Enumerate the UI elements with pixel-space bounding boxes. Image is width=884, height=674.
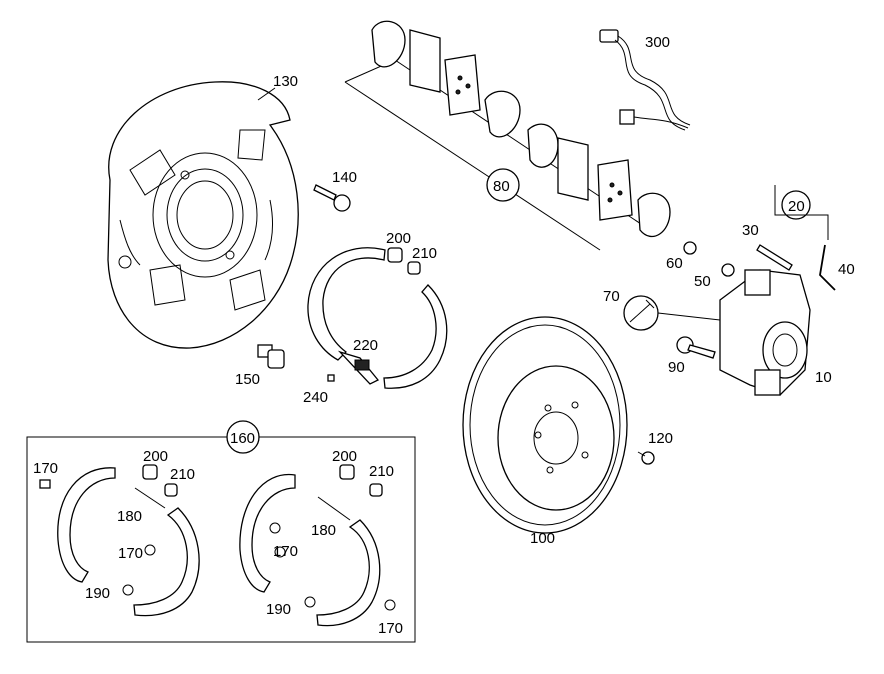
label-80: 80 [493, 178, 510, 195]
label-40: 40 [838, 261, 855, 278]
bolt-90 [676, 336, 716, 359]
label-50: 50 [694, 273, 711, 290]
bolt-150 [257, 344, 285, 369]
label-160: 160 [230, 430, 255, 447]
label-190-b: 190 [266, 601, 291, 618]
label-100: 100 [530, 530, 555, 547]
caliper-10 [719, 269, 811, 396]
label-30: 30 [742, 222, 759, 239]
label-190-a: 190 [85, 585, 110, 602]
backing-plate-130 [107, 81, 299, 349]
label-210-b: 210 [170, 466, 195, 483]
screw-120 [637, 451, 655, 465]
label-200-c: 200 [332, 448, 357, 465]
label-210-a: 210 [412, 245, 437, 262]
label-20: 20 [788, 198, 805, 215]
brake-disc-100 [462, 316, 628, 534]
label-60: 60 [666, 255, 683, 272]
label-240: 240 [303, 389, 328, 406]
label-120: 120 [648, 430, 673, 447]
label-130: 130 [273, 73, 298, 90]
kit-shoes-right [239, 464, 396, 627]
brake-pads-80 [344, 20, 671, 251]
callout-circle-80 [486, 168, 520, 202]
wear-sensor-300 [599, 29, 691, 131]
label-170-b: 170 [118, 545, 143, 562]
label-200-a: 200 [386, 230, 411, 247]
label-140: 140 [332, 169, 357, 186]
label-210-c: 210 [369, 463, 394, 480]
spring-200-210-upper [387, 247, 421, 275]
label-90: 90 [668, 359, 685, 376]
label-180-a: 180 [117, 508, 142, 525]
bleeder-60 [683, 241, 697, 255]
label-150: 150 [235, 371, 260, 388]
parking-brake-shoes [307, 247, 448, 389]
parking-brake-kit-box-160 [26, 420, 416, 643]
label-70: 70 [603, 288, 620, 305]
label-200-b: 200 [143, 448, 168, 465]
tightening-torque-70 [623, 295, 659, 331]
label-170-d: 170 [378, 620, 403, 637]
spring-clip-40 [819, 244, 836, 291]
label-220: 220 [353, 337, 378, 354]
kit-shoes-left [39, 464, 200, 617]
label-170-c: 170 [273, 543, 298, 560]
bleeder-50 [721, 263, 735, 277]
label-170-a: 170 [33, 460, 58, 477]
guide-pin-30 [756, 244, 793, 271]
label-10: 10 [815, 369, 832, 386]
label-180-b: 180 [311, 522, 336, 539]
callout-circle-20 [781, 190, 811, 220]
label-300: 300 [645, 34, 670, 51]
bolt-140 [313, 184, 351, 212]
